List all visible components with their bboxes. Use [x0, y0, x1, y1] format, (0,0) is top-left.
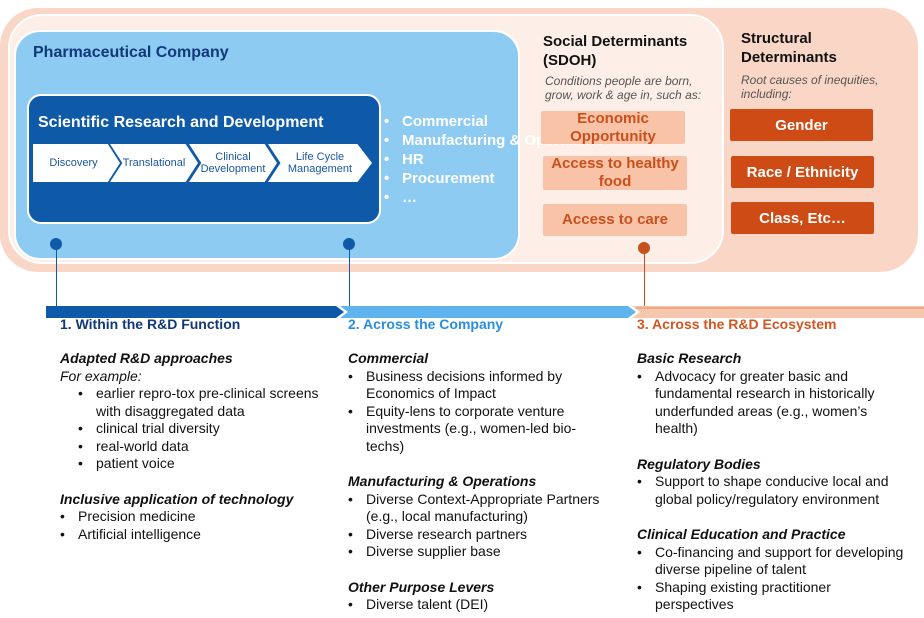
structural-item-class: Class, Etc… — [731, 202, 874, 234]
list-item: Diverse supplier base — [348, 543, 610, 561]
section-title: Inclusive application of technology — [60, 490, 294, 507]
list-item: patient voice — [60, 455, 330, 473]
column-ecosystem: Basic Research Advocacy for greater basi… — [637, 350, 912, 614]
section-subtitle: For example: — [60, 367, 142, 384]
structural-title: Structural Determinants — [741, 30, 837, 66]
sdoh-item-healthy-food: Access to healthy food — [543, 155, 687, 190]
list-item: Diverse talent (DEI) — [348, 596, 610, 614]
band-segment-rnd — [46, 306, 344, 318]
structural-item-gender: Gender — [730, 109, 873, 141]
section-list: earlier repro-tox pre-clinical screens w… — [60, 385, 330, 473]
stage-translational: Translational — [110, 144, 198, 182]
connector-line-company — [349, 244, 350, 314]
function-item: Commercial — [384, 112, 604, 131]
list-item: real-world data — [60, 438, 330, 456]
column-rnd: Adapted R&D approaches For example: earl… — [60, 350, 330, 543]
list-item: Diverse Context-Appropriate Partners (e.… — [348, 491, 610, 526]
structural-subtitle: Root causes of inequities, including: — [741, 73, 879, 101]
column-heading-ecosystem: 3. Across the R&D Ecosystem — [637, 316, 837, 332]
column-heading-rnd: 1. Within the R&D Function — [60, 316, 241, 332]
section-title: Commercial — [348, 350, 429, 366]
stage-clinical-development: Clinical Development — [189, 144, 277, 182]
function-item: HR — [384, 150, 604, 169]
pharma-title: Pharmaceutical Company — [33, 44, 229, 61]
structural-item-race-ethnicity: Race / Ethnicity — [731, 156, 874, 188]
column-heading-company: 2. Across the Company — [348, 316, 504, 332]
list-item: earlier repro-tox pre-clinical screens w… — [60, 385, 330, 420]
section-title: Adapted R&D approaches — [60, 350, 233, 366]
band-segment-ecosystem — [632, 306, 924, 318]
list-item: Support to shape conducive local and glo… — [637, 473, 912, 508]
company-functions-list: Commercial Manufacturing & Operations HR… — [384, 112, 604, 207]
function-item: … — [384, 188, 604, 207]
section-title: Regulatory Bodies — [637, 455, 761, 472]
section-title: Basic Research — [637, 350, 742, 366]
sdoh-item-economic-opportunity: Economic Opportunity — [541, 110, 685, 145]
section-list: Precision medicine Artificial intelligen… — [60, 508, 330, 543]
sdoh-title: Social Determinants (SDOH) — [543, 33, 688, 69]
list-item: Shaping existing practitioner perspectiv… — [637, 579, 912, 614]
function-item: Procurement — [384, 169, 604, 188]
connector-line-ecosystem — [644, 248, 645, 314]
stage-life-cycle-management: Life Cycle Management — [268, 144, 372, 182]
list-item: Equity-lens to corporate venture investm… — [348, 403, 610, 456]
section-title: Manufacturing & Operations — [348, 473, 537, 489]
list-item: Business decisions informed by Economics… — [348, 368, 610, 403]
list-item: Advocacy for greater basic and fundament… — [637, 368, 912, 438]
sdoh-subtitle: Conditions people are born, grow, work &… — [545, 74, 702, 102]
section-list: Business decisions informed by Economics… — [348, 368, 610, 456]
band-segment-company — [340, 306, 636, 318]
list-item: Precision medicine — [60, 508, 330, 526]
section-list: Advocacy for greater basic and fundament… — [637, 368, 912, 438]
section-list: Co-financing and support for developing … — [637, 544, 912, 614]
section-list: Support to shape conducive local and glo… — [637, 473, 912, 508]
rnd-title: Scientific Research and Development — [38, 114, 324, 131]
list-item: Artificial intelligence — [60, 526, 330, 544]
arrow-band — [46, 306, 924, 318]
section-list: Diverse talent (DEI) — [348, 596, 610, 614]
list-item: clinical trial diversity — [60, 420, 330, 438]
sdoh-item-access-to-care: Access to care — [543, 204, 687, 236]
section-title: Clinical Education and Practice — [637, 526, 846, 542]
stage-discovery: Discovery — [33, 144, 120, 182]
column-company: Commercial Business decisions informed b… — [348, 350, 610, 614]
list-item: Co-financing and support for developing … — [637, 544, 912, 579]
section-list: Diverse Context-Appropriate Partners (e.… — [348, 491, 610, 561]
list-item: Diverse research partners — [348, 526, 610, 544]
section-title: Other Purpose Levers — [348, 578, 495, 595]
connector-line-rnd — [56, 244, 57, 314]
